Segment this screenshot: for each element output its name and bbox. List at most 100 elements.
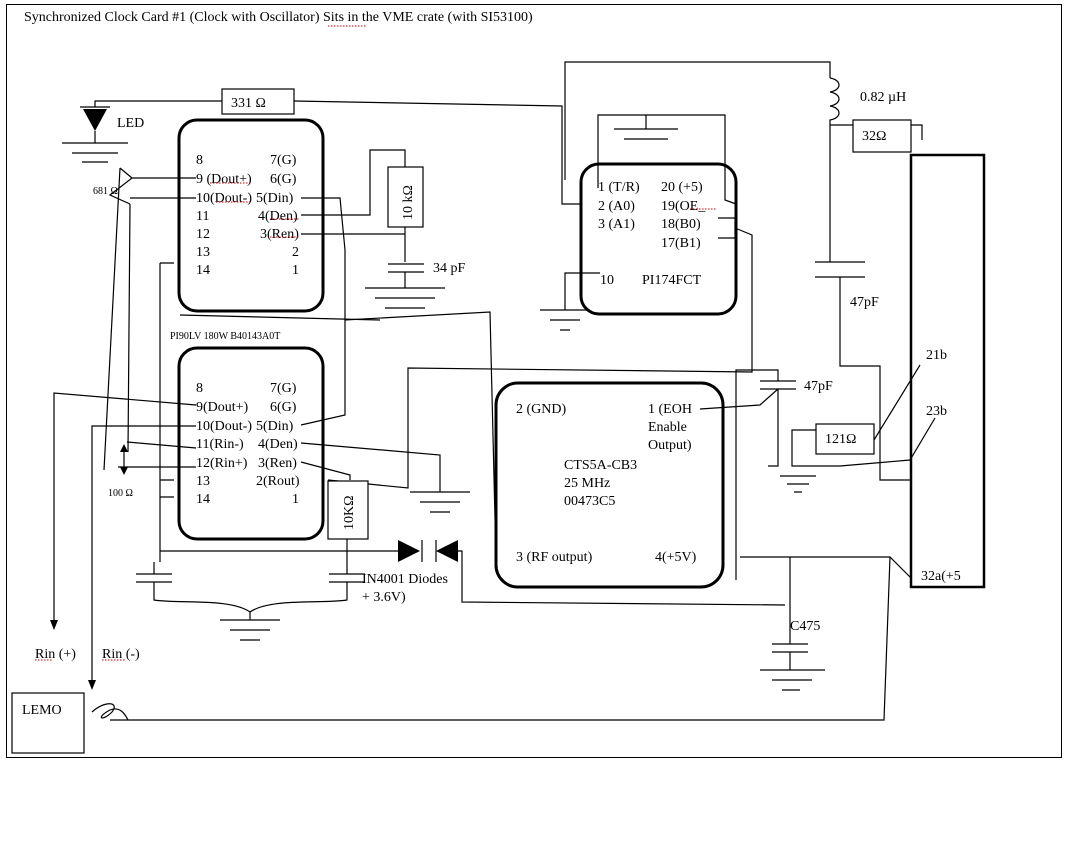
- capacitor-47pf-upper-label: 47pF: [850, 295, 879, 310]
- ground-chip3-pin10: [540, 272, 600, 331]
- diodes-icon: [160, 540, 786, 606]
- osc-date-code: 00473C5: [564, 494, 615, 509]
- led-label: LED: [117, 116, 144, 131]
- chip2-pin-left: 14: [196, 492, 210, 507]
- diagram-frame: [6, 4, 1062, 758]
- chip2-pin-right: 2(Rout): [256, 474, 300, 489]
- ground-chip3: [614, 115, 678, 140]
- wire-10k: [301, 149, 406, 262]
- chip1-pin-left: 10(Dout-): [196, 191, 252, 206]
- osc-enable: Enable: [648, 420, 687, 435]
- chip3-body: [579, 162, 738, 316]
- chip2-pin-right: 7(G): [270, 381, 297, 396]
- wire-dout1: [130, 177, 196, 199]
- osc-pin-vcc: 4(+5V): [655, 550, 697, 565]
- oscillator-cts5a: 2 (GND) 1 (EOH Enable Output) CTS5A-CB3 …: [494, 381, 725, 589]
- chip2-pin-right: 4(Den): [258, 437, 298, 452]
- wire-pins-13-14: [160, 479, 174, 498]
- pin-32a-label: 32a(+5: [921, 569, 961, 584]
- voltage-label: + 3.6V): [362, 590, 406, 605]
- chip3-pin-right: 20 (+5): [661, 180, 703, 195]
- chip2-pin-left: 13: [196, 474, 210, 489]
- chip1-pin-right: 2: [292, 245, 299, 260]
- osc-part-number: CTS5A-CB3: [564, 458, 637, 473]
- part-label-pi90: PI90LV 180W B40143A0T: [170, 331, 280, 342]
- chip1-pin-right: 3(Ren): [260, 227, 299, 242]
- resistor-681-label: 681 Ω: [93, 186, 118, 197]
- chip1-pin-right: 4(Den): [258, 209, 298, 224]
- lemo-connector: [11, 692, 85, 754]
- capacitor-c475-label: C475: [790, 619, 820, 634]
- arrow-100-up: [120, 444, 128, 452]
- chip3-part-name: PI174FCT: [642, 273, 702, 288]
- chip1-pin-right: 7(G): [270, 153, 297, 168]
- wire-din1: [301, 197, 497, 561]
- osc-pin-gnd: 2 (GND): [516, 402, 566, 417]
- chip1-pin-left: 8: [196, 153, 203, 168]
- resistor-10k-lower: [327, 480, 369, 540]
- ground-bottom: [136, 539, 365, 641]
- chip3-pin-left: 1 (T/R): [598, 180, 640, 195]
- resistor-100-label: 100 Ω: [108, 488, 133, 499]
- resistor-10k-label: 10 kΩ: [401, 185, 416, 220]
- oscillator-body: [494, 381, 725, 589]
- chip2-pin-left: 9(Dout+): [196, 400, 249, 415]
- chip3-pin-right: 19(OE_: [661, 199, 706, 214]
- resistor-331-label: 331 Ω: [231, 96, 266, 111]
- chip1-pin-right: 6(G): [270, 172, 297, 187]
- chip2-pin-right: 5(Din): [256, 419, 294, 434]
- chip3-pin-left: 3 (A1): [598, 217, 635, 232]
- diodes-label: IN4001 Diodes: [362, 572, 448, 587]
- pin-21b-label: 21b: [926, 348, 947, 363]
- chip1-pin-right: 5(Din): [256, 191, 294, 206]
- spellcheck-underlines: [210, 25, 716, 238]
- rin-plus-label: Rin (+): [35, 647, 76, 662]
- chip1-pin-left: 12: [196, 227, 210, 242]
- diagram-title: Synchronized Clock Card #1 (Clock with O…: [24, 10, 533, 25]
- capacitor-34pf-label: 34 pF: [433, 261, 466, 276]
- capacitor-47pf-lower: [699, 369, 816, 580]
- chip3-pin-left: 2 (A0): [598, 199, 635, 214]
- resistor-10k-lower-label: 10KΩ: [342, 495, 357, 530]
- wire-ren2: [300, 461, 351, 480]
- wire-gnd-bus: [159, 262, 381, 562]
- chip-pi174fct: 1 (T/R) 2 (A0) 3 (A1) 20 (+5) 19(OE_ 18(…: [579, 162, 738, 316]
- lemo-label: LEMO: [22, 703, 62, 718]
- resistor-32: [852, 119, 912, 153]
- chip3-pin-right: 17(B1): [661, 236, 701, 251]
- osc-pin-rf: 3 (RF output): [516, 550, 593, 565]
- led-icon: [62, 106, 128, 163]
- chip1-pin-left: 13: [196, 245, 210, 260]
- chip2-pin-right: 3(Ren): [258, 456, 297, 471]
- arrow-rin-minus: [88, 680, 96, 690]
- chip1-pin-right: 1: [292, 263, 299, 278]
- inductor-label: 0.82 µH: [860, 90, 906, 105]
- wire-121: [791, 364, 936, 467]
- resistor-121-label: 121Ω: [825, 432, 856, 447]
- wire-681: [103, 167, 133, 471]
- lemo-cable-icon: [91, 703, 129, 721]
- chip3-pin-10: 10: [600, 273, 614, 288]
- chip1-pin-left: 9 (Dout+): [196, 172, 252, 187]
- rin-minus-label: Rin (-): [102, 647, 140, 662]
- ground-den2: [300, 442, 470, 513]
- osc-pin-eoh: 1 (EOH: [648, 402, 692, 417]
- chip2-pin-left: 12(Rin+): [196, 456, 248, 471]
- chip-pi90lv-lower: 8 9(Dout+) 10(Dout-) 11(Rin-) 12(Rin+) 1…: [177, 346, 325, 541]
- wire-rin-pins: [118, 441, 197, 468]
- osc-frequency: 25 MHz: [564, 476, 610, 491]
- capacitor-47pf-lower-label: 47pF: [804, 379, 833, 394]
- inductor-icon: [829, 77, 840, 262]
- wire-rin: [53, 392, 197, 680]
- arrow-100-down: [120, 467, 128, 475]
- wire-chip3-loop: [564, 61, 831, 180]
- resistor-32-label: 32Ω: [862, 129, 886, 144]
- chip2-pin-right: 6(G): [270, 400, 297, 415]
- osc-output: Output): [648, 438, 692, 453]
- arrow-rin-plus: [50, 620, 58, 630]
- wire-b0-b1: [327, 217, 753, 489]
- chip2-pin-left: 10(Dout-): [196, 419, 252, 434]
- resistor-10k: [387, 166, 424, 228]
- chip1-pin-left: 14: [196, 263, 210, 278]
- chip2-pin-left: 11(Rin-): [196, 437, 244, 452]
